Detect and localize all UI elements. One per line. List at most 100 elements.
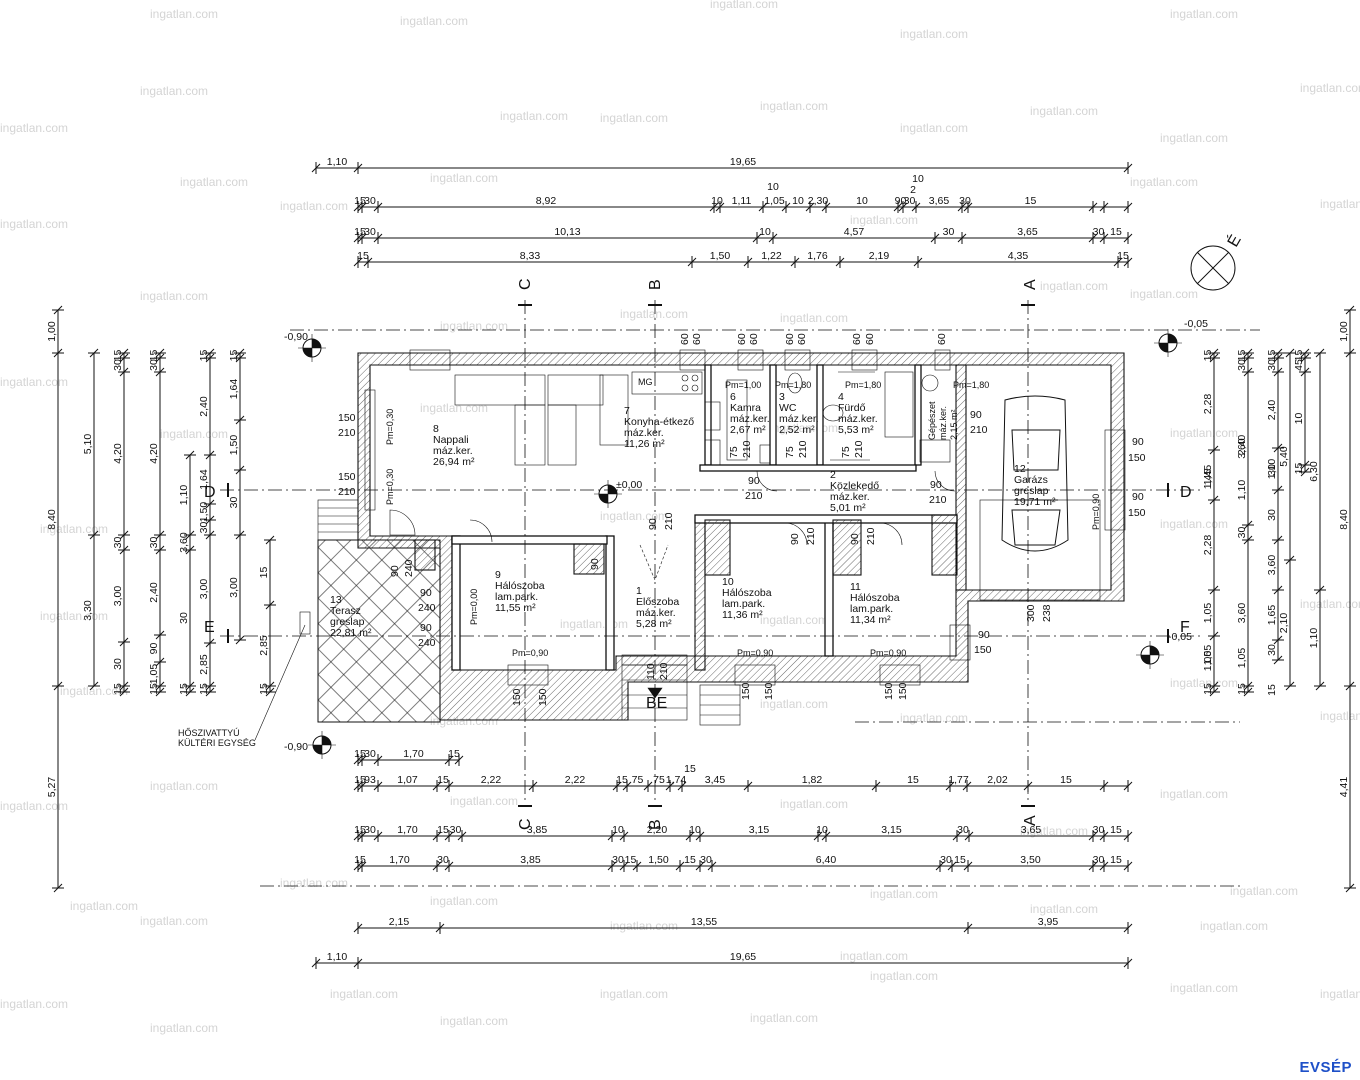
dim-tick [790,257,800,267]
dim-tick [155,367,165,377]
dim-label: 1,74 [666,774,687,786]
dim-label: 15 [1110,226,1122,238]
svg-text:110: 110 [645,663,657,680]
dim-tick [444,861,454,871]
svg-text:22,81 m²: 22,81 m² [330,627,372,639]
kitchen-furniture [454,371,771,466]
dim-label: 3,65 [1017,226,1038,238]
svg-text:máz.ker.: máz.ker. [433,445,473,457]
level-right-top: -0,05 [1184,318,1208,330]
watermark-text: ingatlan.com [160,427,228,441]
dim-tick [265,687,275,697]
dim-tick [743,257,753,267]
dim-label: 3,60 [1236,603,1248,624]
watermark-text: ingatlan.com [1030,104,1098,118]
heat-pump-label-2: KÜLTÉRI EGYSÉG [178,738,256,748]
watermark-text: ingatlan.com [1040,279,1108,293]
dim-label: 30 [228,497,240,509]
dim-tick [707,861,717,871]
svg-text:90: 90 [970,409,982,421]
dim-tick [1209,631,1219,641]
dim-tick [685,831,695,841]
dim-tick [373,781,383,791]
dim-tick [1345,883,1355,893]
dim-label: 1,22 [761,250,782,262]
dim-tick [911,202,921,212]
dim-tick [119,637,129,647]
dim-label: 75 [632,774,644,786]
svg-text:210: 210 [970,424,988,436]
section-mark-d-right: D [1180,484,1192,501]
dim-tick [1285,348,1295,358]
watermark-text: ingatlan.com [0,375,68,389]
dim-tick [363,257,373,267]
watermark-text: ingatlan.com [780,797,848,811]
svg-text:90: 90 [849,533,861,545]
svg-text:Pm=1,80: Pm=1,80 [953,380,989,390]
dim-tick [715,202,725,212]
dim-label: 15 [178,683,190,695]
dim-tick [1243,348,1253,358]
dim-label: 8,33 [520,250,541,262]
svg-text:9: 9 [495,569,501,581]
dim-label: 8,40 [1338,509,1350,530]
dim-label: 30 [1236,359,1248,371]
svg-text:Nappali: Nappali [433,434,469,446]
svg-text:90: 90 [748,475,760,487]
svg-text:150: 150 [338,471,356,483]
svg-text:5,53 m²: 5,53 m² [838,424,874,436]
dim-tick [1243,687,1253,697]
watermark-text: ingatlan.com [440,319,508,333]
dim-tick [607,831,617,841]
dim-label: 4,20 [112,443,124,464]
svg-text:Pm=0,90: Pm=0,90 [1091,494,1101,530]
dim-label: 15 [684,854,696,866]
building [254,349,1126,741]
dim-tick [1123,861,1133,871]
dim-tick [1123,257,1133,267]
dim-tick [957,202,967,212]
dim-tick [1209,585,1219,595]
watermark-text: ingatlan.com [1170,426,1238,440]
dim-label: 15 [258,567,270,579]
section-mark-b-bottom: B [647,819,664,830]
dim-tick [835,257,845,267]
dim-label: 30 [148,537,160,549]
svg-text:210: 210 [929,494,947,506]
dim-tick [952,831,962,841]
dim-tick [1123,202,1133,212]
dim-label: 15 [148,350,160,362]
dim-label: 15 [1236,350,1248,362]
svg-text:60: 60 [796,333,808,345]
dim-label: 30 [437,854,449,866]
svg-text:150: 150 [883,682,895,700]
dim-tick [155,681,165,691]
section-mark-c-bottom: C [517,818,534,830]
svg-text:238: 238 [1041,604,1053,622]
watermark-text: ingatlan.com [40,609,108,623]
dim-tick [119,545,129,555]
dim-label: 30 [112,537,124,549]
section-markers [227,304,1169,807]
dim-label: 30 [364,748,376,760]
dim-label: 15 [198,350,210,362]
watermark-text: ingatlan.com [1300,597,1360,611]
section-mark-b-top: B [647,279,664,290]
dim-tick [435,923,445,933]
dim-label: 15 [1060,774,1072,786]
dim-label: 15 [625,854,637,866]
watermark-text: ingatlan.com [760,697,828,711]
svg-text:11,55 m²: 11,55 m² [495,602,536,614]
dim-tick [1345,348,1355,358]
doors [389,470,956,581]
watermark-text: ingatlan.com [430,171,498,185]
dim-label: 15 [148,683,160,695]
watermark-text: ingatlan.com [330,987,398,1001]
terrace-steps [317,499,359,541]
dim-tick [930,233,940,243]
watermark-text: ingatlan.com [150,779,218,793]
dim-tick [677,781,687,791]
dim-label: 1,07 [397,774,418,786]
